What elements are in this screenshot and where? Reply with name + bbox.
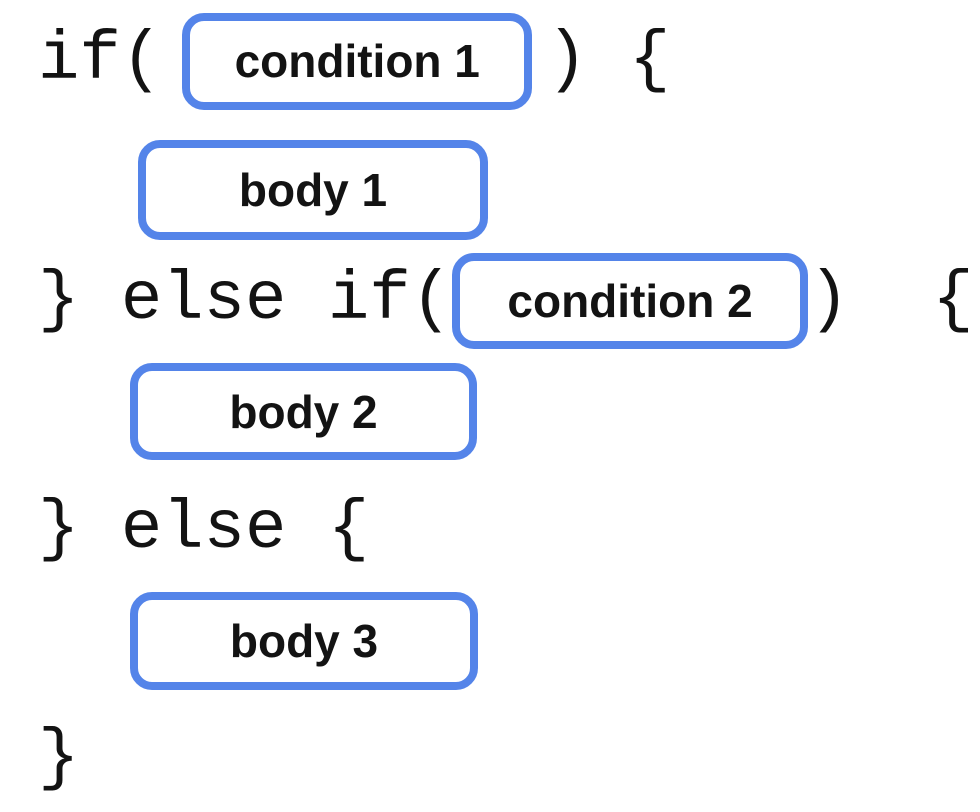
code-else-if-open: } else if( <box>38 261 453 340</box>
code-line-closing-brace: } <box>38 719 80 798</box>
body-2-label: body 2 <box>229 385 378 438</box>
code-line-body-3: body 3 <box>130 592 478 690</box>
code-line-else: } else { <box>38 490 370 569</box>
code-if-close: ) { <box>546 21 671 100</box>
body-1-label: body 1 <box>238 164 388 216</box>
code-line-if: if( condition 1 ) { <box>38 8 670 114</box>
code-line-body-1: body 1 <box>138 140 488 240</box>
body-3-label: body 3 <box>229 615 379 667</box>
body-1-slot: body 1 <box>138 140 488 240</box>
code-line-body-2: body 2 <box>130 363 477 460</box>
condition-1-slot: condition 1 <box>182 12 533 110</box>
code-else-if-close: ) { <box>808 261 974 340</box>
condition-2-slot: condition 2 <box>452 253 809 349</box>
condition-1-label: condition 1 <box>234 35 480 87</box>
condition-2-label: condition 2 <box>507 275 753 327</box>
code-closing-brace: } <box>38 719 80 798</box>
code-else: } else { <box>38 490 370 569</box>
body-2-slot: body 2 <box>130 363 477 460</box>
body-3-slot: body 3 <box>130 592 478 690</box>
code-line-else-if: } else if( condition 2 ) { <box>38 248 974 354</box>
code-if-open: if( <box>38 21 163 100</box>
